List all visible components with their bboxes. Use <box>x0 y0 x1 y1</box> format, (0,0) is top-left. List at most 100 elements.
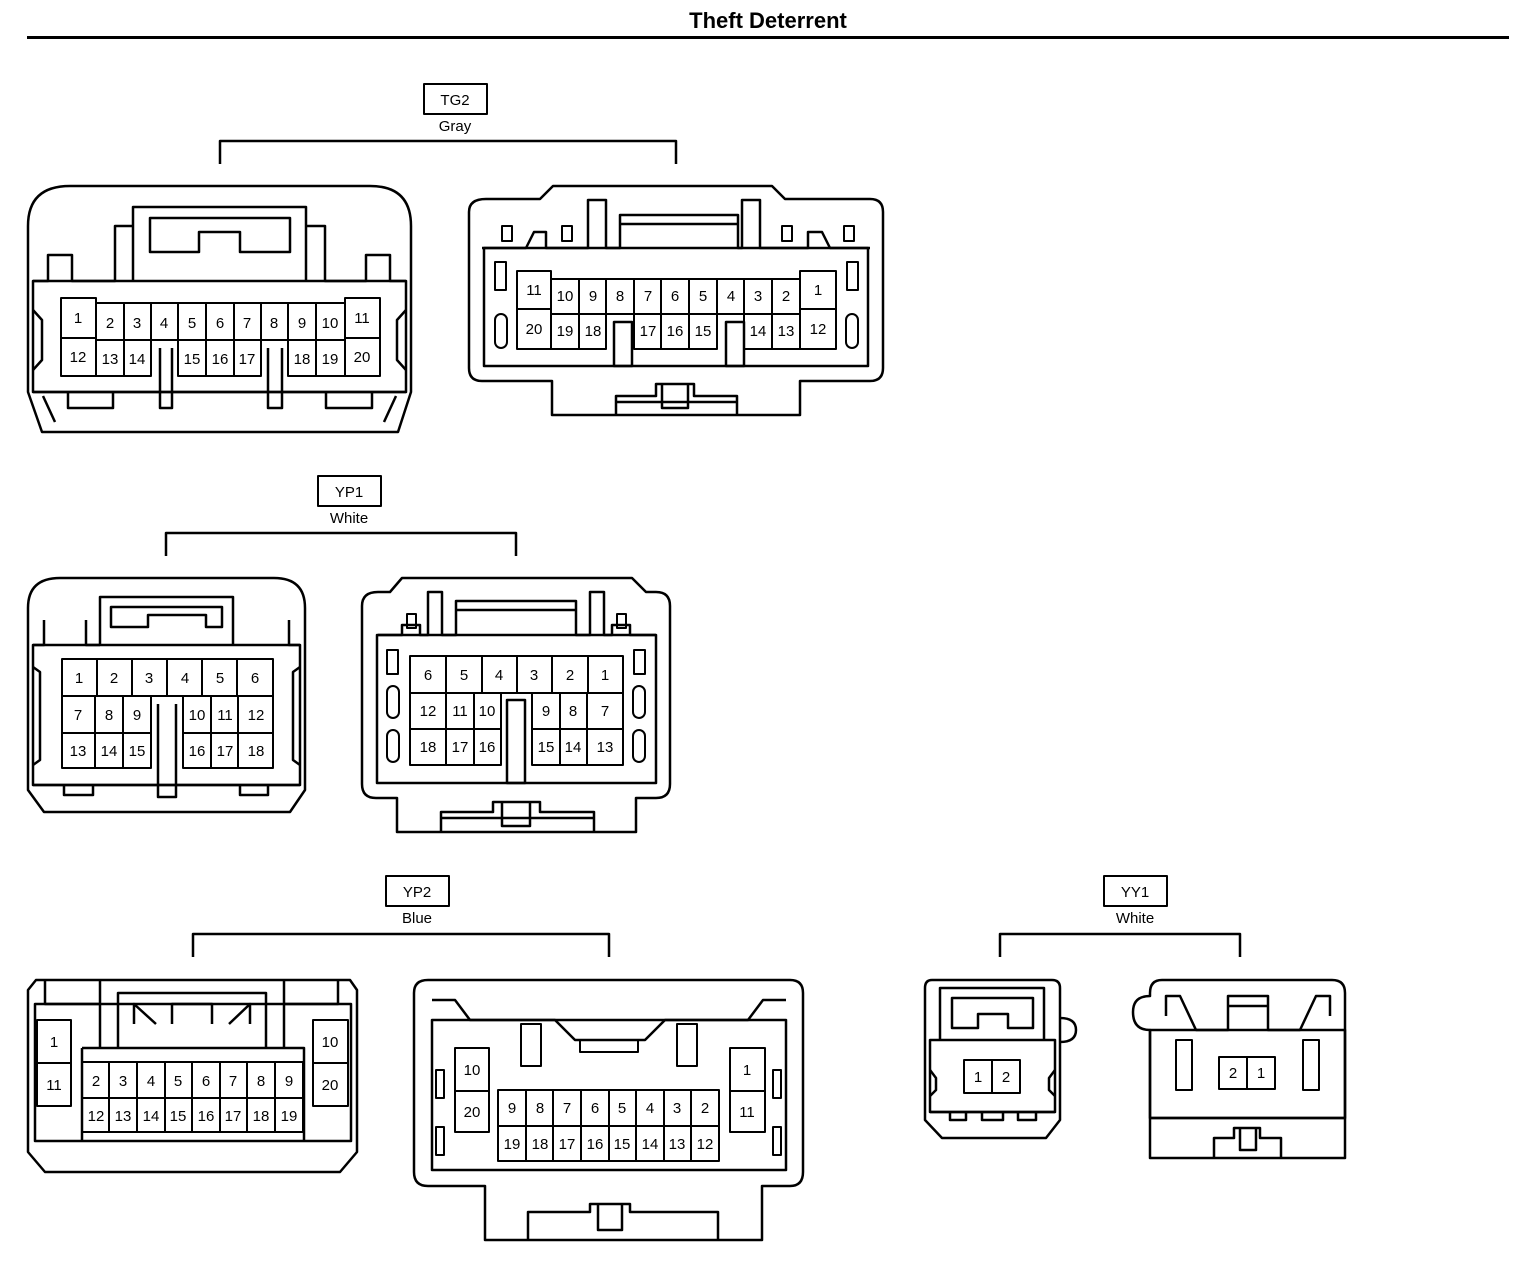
svg-text:9: 9 <box>133 707 141 724</box>
svg-text:9: 9 <box>285 1073 293 1090</box>
housing-outline <box>1131 978 1347 1160</box>
svg-text:2: 2 <box>1229 1065 1237 1082</box>
housing-outline <box>412 978 805 1242</box>
connector-code: TG2 <box>440 92 469 109</box>
svg-text:2: 2 <box>92 1073 100 1090</box>
latch <box>98 595 235 645</box>
pair-bracket <box>998 932 1242 957</box>
svg-text:1: 1 <box>743 1062 751 1079</box>
svg-text:6: 6 <box>424 667 432 684</box>
svg-text:15: 15 <box>184 351 201 368</box>
svg-text:1: 1 <box>601 667 609 684</box>
svg-text:13: 13 <box>669 1136 686 1153</box>
connector-color: White <box>330 510 368 527</box>
svg-text:14: 14 <box>143 1108 160 1125</box>
pin-cells <box>60 297 381 377</box>
svg-text:14: 14 <box>750 323 767 340</box>
bottom-latch <box>1150 1116 1345 1158</box>
connector-code-box <box>423 83 488 115</box>
svg-text:11: 11 <box>526 282 542 299</box>
svg-text:20: 20 <box>464 1104 481 1121</box>
svg-text:18: 18 <box>585 323 602 340</box>
svg-text:16: 16 <box>212 351 229 368</box>
side-guides <box>32 309 407 371</box>
svg-text:16: 16 <box>587 1136 604 1153</box>
guide-marks <box>386 613 646 763</box>
connector-color: Blue <box>402 910 432 927</box>
svg-text:8: 8 <box>257 1073 265 1090</box>
svg-text:11: 11 <box>739 1104 755 1121</box>
svg-text:12: 12 <box>810 321 827 338</box>
housing-outline <box>923 978 1062 1140</box>
housing-outline <box>26 978 359 1174</box>
housing-outline <box>360 576 672 834</box>
connector-code: YP2 <box>403 884 431 901</box>
svg-text:10: 10 <box>322 1034 339 1051</box>
center-key <box>505 698 527 785</box>
svg-text:10: 10 <box>479 703 496 720</box>
pin-cells <box>454 1047 766 1162</box>
side-guides <box>929 1069 1056 1097</box>
latch <box>938 986 1046 1040</box>
svg-text:10: 10 <box>557 288 574 305</box>
svg-text:7: 7 <box>243 315 251 332</box>
pair-bracket <box>218 139 678 164</box>
svg-text:11: 11 <box>46 1077 62 1094</box>
svg-text:10: 10 <box>189 707 206 724</box>
svg-text:9: 9 <box>542 703 550 720</box>
housing-outline <box>26 184 413 434</box>
connector-code: YP1 <box>335 484 363 501</box>
svg-text:2: 2 <box>782 288 790 305</box>
svg-text:20: 20 <box>526 321 543 338</box>
latch <box>131 205 308 281</box>
guide-marks <box>435 1023 782 1156</box>
side-guides <box>32 665 301 767</box>
svg-text:1: 1 <box>1257 1065 1265 1082</box>
svg-text:4: 4 <box>147 1073 155 1090</box>
svg-text:13: 13 <box>597 739 614 756</box>
svg-text:11: 11 <box>217 707 233 724</box>
housing-outline <box>26 576 307 814</box>
svg-text:11: 11 <box>354 310 370 327</box>
svg-text:10: 10 <box>464 1062 481 1079</box>
connector-color: Gray <box>439 118 472 135</box>
svg-text:14: 14 <box>565 739 582 756</box>
svg-text:16: 16 <box>667 323 684 340</box>
svg-text:4: 4 <box>495 667 503 684</box>
connector-color: White <box>1116 910 1154 927</box>
svg-text:17: 17 <box>452 739 469 756</box>
bottom-latch <box>614 382 739 415</box>
svg-text:6: 6 <box>251 670 259 687</box>
svg-text:7: 7 <box>601 703 609 720</box>
svg-text:12: 12 <box>70 349 87 366</box>
bottom-rail <box>930 1110 1055 1122</box>
svg-text:9: 9 <box>508 1100 516 1117</box>
svg-text:3: 3 <box>145 670 153 687</box>
svg-text:8: 8 <box>536 1100 544 1117</box>
svg-text:5: 5 <box>618 1100 626 1117</box>
svg-text:3: 3 <box>530 667 538 684</box>
bottom-latch <box>526 1202 720 1240</box>
pin-cells <box>409 655 624 766</box>
svg-text:20: 20 <box>322 1077 339 1094</box>
svg-text:18: 18 <box>532 1136 549 1153</box>
guide-marks <box>1175 1039 1320 1091</box>
svg-text:18: 18 <box>294 351 311 368</box>
svg-text:3: 3 <box>119 1073 127 1090</box>
connector-code-box <box>385 875 450 907</box>
svg-text:19: 19 <box>504 1136 521 1153</box>
svg-text:9: 9 <box>589 288 597 305</box>
top-notches <box>482 198 870 250</box>
center-key <box>156 704 178 799</box>
svg-text:1: 1 <box>75 670 83 687</box>
svg-text:16: 16 <box>479 739 496 756</box>
